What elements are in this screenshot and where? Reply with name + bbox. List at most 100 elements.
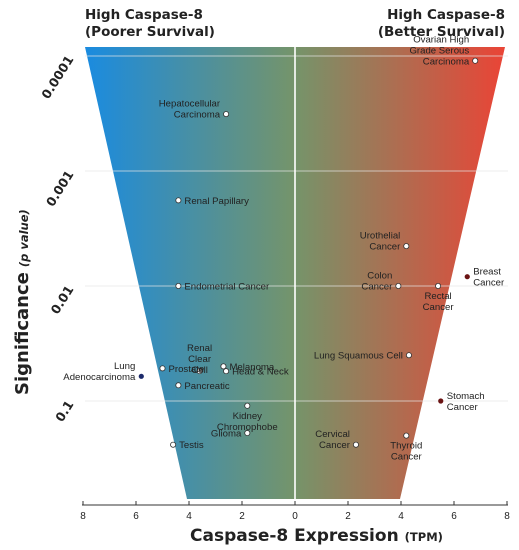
- right-title-line-1: High Caspase-8: [387, 7, 505, 23]
- x-tick-label-5: 2: [345, 511, 351, 522]
- point-label-line: Cancer: [473, 278, 505, 289]
- point-label-line: Cervical: [315, 429, 350, 440]
- point-label-line: Urothelial: [360, 231, 401, 242]
- x-tick-label-8: 8: [504, 511, 510, 522]
- y-tick-label-2: 0.01: [47, 283, 76, 317]
- point-marker: [395, 282, 402, 289]
- point-label-line: Hepatocellular: [159, 99, 221, 110]
- point-label-line: Cancer: [391, 452, 423, 463]
- right-title-line-2: (Better Survival): [378, 24, 505, 40]
- x-axis-title: Caspase-8 Expression (TPM): [190, 526, 443, 546]
- y-axis-title-sub: (p value): [17, 209, 31, 267]
- point-label-line: Cancer: [319, 440, 351, 451]
- point-marker: [175, 197, 182, 204]
- y-axis-title-main: Significance: [12, 272, 33, 395]
- x-tick-label-2: 4: [186, 511, 192, 522]
- data-point-19: Testis: [170, 440, 204, 451]
- point-label-line: Endometrial Cancer: [184, 282, 270, 293]
- point-marker: [175, 382, 182, 389]
- x-tick-label-1: 6: [133, 511, 139, 522]
- point-label-line: Cell: [191, 365, 208, 376]
- point-label-line: Glioma: [211, 429, 242, 440]
- point-label-line: Chromophobe: [217, 422, 278, 433]
- data-point-5: Endometrial Cancer: [175, 282, 270, 293]
- y-tick-label-1: 0.001: [43, 168, 77, 209]
- point-label-line: Clear: [188, 354, 212, 365]
- data-point-10: Melanoma: [220, 362, 275, 373]
- point-marker: [244, 430, 251, 437]
- point-label-line: Colon: [367, 271, 392, 282]
- point-marker: [352, 441, 359, 448]
- point-label-line: Breast: [473, 267, 501, 278]
- point-label-line: Cancer: [423, 302, 455, 313]
- data-point-2: Renal Papillary: [175, 196, 249, 207]
- point-marker: [244, 402, 251, 409]
- point-marker: [403, 243, 410, 250]
- x-tick-label-0: 8: [80, 511, 86, 522]
- point-marker: [223, 368, 230, 375]
- point-marker: [196, 368, 203, 375]
- x-axis-title-unit: (TPM): [405, 530, 443, 544]
- left-corner-title: High Caspase-8 (Poorer Survival): [85, 7, 215, 40]
- y-tick-label-3: 0.1: [52, 398, 76, 425]
- point-marker: [405, 352, 412, 359]
- data-point-8: Lung Squamous Cell: [314, 351, 412, 362]
- y-axis-title: Significance (p value): [12, 209, 33, 395]
- x-tick-label-4: 0: [292, 511, 298, 522]
- point-marker: [138, 373, 144, 379]
- point-label-line: Testis: [179, 440, 204, 451]
- data-point-11: Head & Neck: [223, 367, 289, 378]
- point-marker: [170, 441, 177, 448]
- point-label-line: Prostate: [169, 364, 205, 375]
- point-label-line: Cancer: [369, 242, 401, 253]
- point-marker: [159, 365, 166, 372]
- data-point-18: Glioma: [211, 429, 251, 440]
- point-marker: [435, 282, 442, 289]
- x-tick-label-3: 2: [239, 511, 245, 522]
- point-label-line: Adenocarcinoma: [63, 372, 136, 383]
- point-label-line: Lung: [114, 361, 135, 372]
- x-tick-label-7: 6: [451, 511, 457, 522]
- point-marker: [223, 111, 230, 118]
- x-axis-title-main: Caspase-8 Expression: [190, 526, 399, 546]
- point-marker: [472, 57, 479, 64]
- point-label-line: Melanoma: [229, 362, 274, 373]
- point-label-line: Ovarian High: [413, 34, 469, 45]
- point-label-line: Carcinoma: [174, 110, 221, 121]
- point-marker: [220, 363, 227, 370]
- point-label-line: Kidney: [233, 411, 263, 422]
- point-label-line: Cancer: [447, 402, 479, 413]
- point-marker: [464, 274, 470, 280]
- point-label-line: Cancer: [361, 282, 393, 293]
- left-title-line-1: High Caspase-8: [85, 7, 203, 23]
- point-label-line: Renal: [187, 343, 212, 354]
- right-corner-title: High Caspase-8 (Better Survival): [378, 7, 505, 40]
- data-point-14: Pancreatic: [175, 381, 230, 392]
- point-label-line: Pancreatic: [184, 381, 230, 392]
- gridlines: [85, 47, 508, 499]
- point-marker: [175, 282, 182, 289]
- point-label-line: Carcinoma: [423, 56, 470, 67]
- point-label-line: Grade Serous: [409, 45, 469, 56]
- point-label-line: Head & Neck: [232, 367, 289, 378]
- point-label-line: Lung Squamous Cell: [314, 351, 403, 362]
- point-marker: [403, 432, 410, 439]
- point-label-line: Stomach: [447, 391, 485, 402]
- left-title-line-2: (Poorer Survival): [85, 24, 215, 40]
